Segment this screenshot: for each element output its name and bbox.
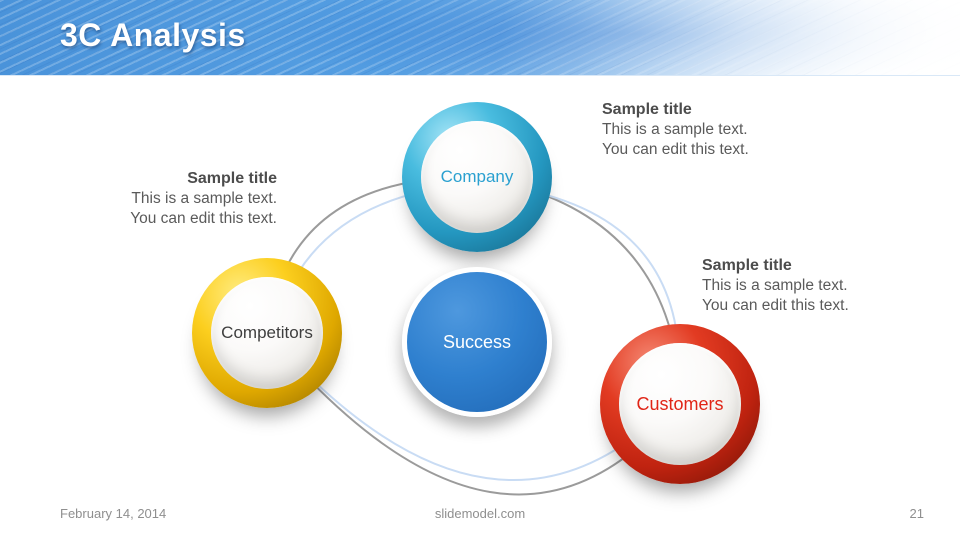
annotation-left: Sample title This is a sample text. You … [57,169,277,229]
annotation-title: Sample title [187,170,277,187]
footer-page-number: 21 [909,506,924,521]
annotation-line: You can edit this text. [130,210,277,227]
annotation-bottom-right: Sample title This is a sample text. You … [702,256,849,316]
node-customers: Customers [600,324,760,484]
annotation-title: Sample title [702,257,792,274]
footer-date: February 14, 2014 [60,506,167,521]
annotation-line: This is a sample text. [131,190,277,207]
node-competitors-face: Competitors [211,277,323,389]
node-company-face: Company [421,121,533,233]
slide-header: 3C Analysis [0,0,960,76]
annotation-line: You can edit this text. [602,141,749,158]
annotation-title: Sample title [602,101,692,118]
node-customers-face: Customers [619,343,741,465]
annotation-line: This is a sample text. [602,121,748,138]
footer-site: slidemodel.com [434,506,526,521]
node-success-label: Success [442,331,512,352]
node-company-label: Company [440,167,514,186]
annotation-line: You can edit this text. [702,297,849,314]
connector-curve-blue [270,181,681,481]
slide-title: 3C Analysis [60,17,246,53]
slide-footer: February 14, 2014 slidemodel.com 21 [0,506,960,530]
node-competitors: Competitors [192,258,342,408]
node-competitors-label: Competitors [221,323,313,342]
annotation-line: This is a sample text. [702,277,848,294]
node-customers-label: Customers [636,393,724,414]
annotation-top-right: Sample title This is a sample text. You … [602,100,749,160]
connector-curve-gray [265,175,683,496]
node-success: Success [402,267,552,417]
node-company: Company [402,102,552,252]
